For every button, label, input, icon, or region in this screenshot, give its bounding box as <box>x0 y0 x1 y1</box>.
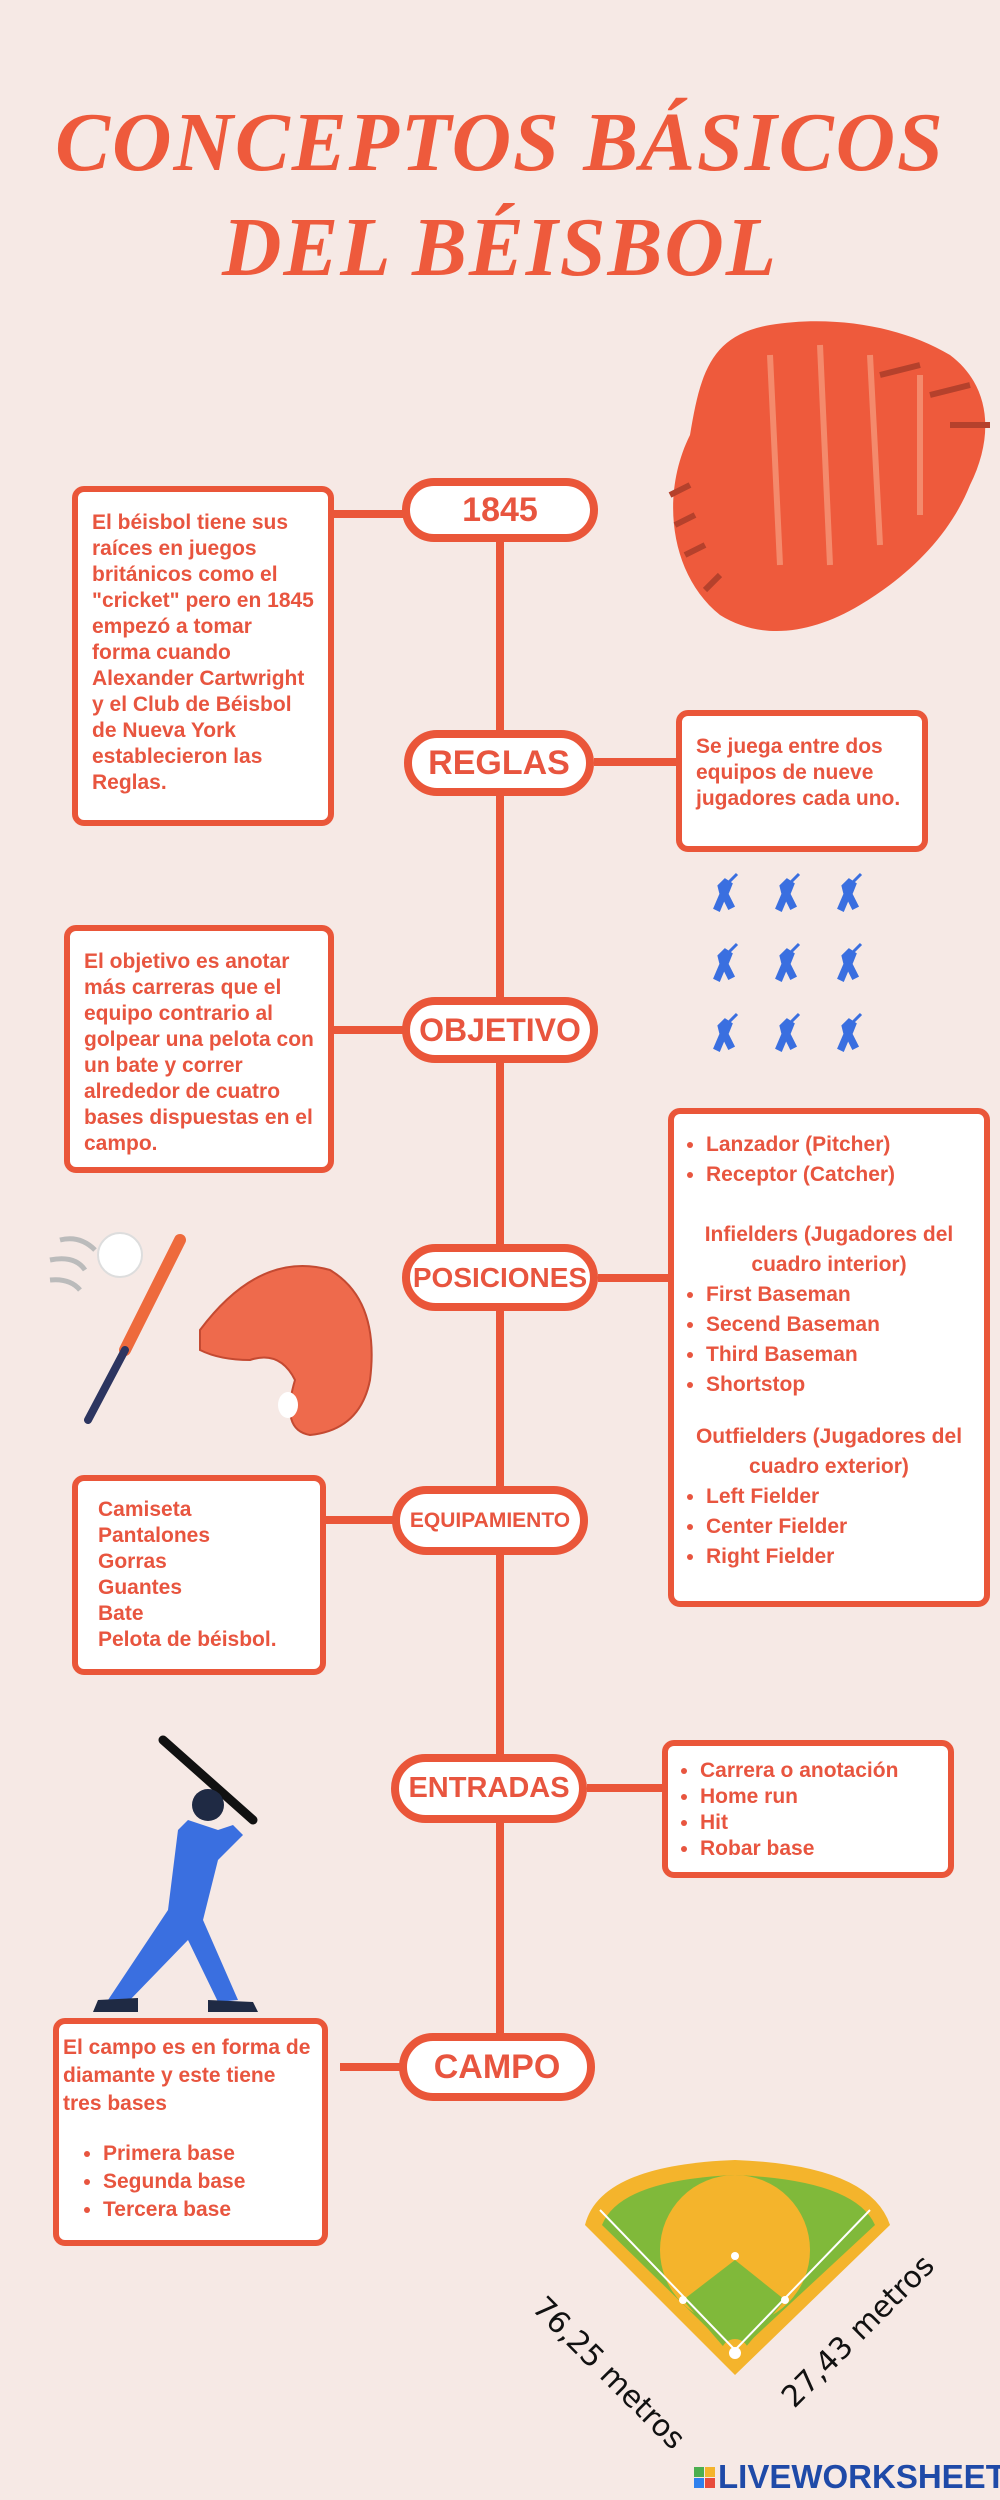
campo-text: El campo es en forma de diamante y este … <box>63 2036 311 2115</box>
logo-text: LIVEWORKSHEETS <box>718 2458 1000 2495</box>
list-item: First Baseman <box>706 1280 974 1310</box>
reglas-box: Se juega entre dos equipos de nueve juga… <box>676 710 928 852</box>
list-item: Primera base <box>103 2140 318 2168</box>
connector <box>334 1026 404 1034</box>
connector <box>598 1274 670 1282</box>
baseball-field-icon <box>585 2160 890 2375</box>
connector <box>587 1784 665 1792</box>
connector <box>594 758 678 766</box>
list-item: Home run <box>700 1784 938 1810</box>
node-posiciones: POSICIONES <box>402 1244 598 1311</box>
list-item: Third Baseman <box>706 1340 974 1370</box>
node-1845: 1845 <box>402 478 598 542</box>
batter-icon <box>93 1735 258 2012</box>
list-item: Segunda base <box>103 2168 318 2196</box>
node-campo: CAMPO <box>399 2033 595 2101</box>
objetivo-box: El objetivo es anotar más carreras que e… <box>64 925 334 1173</box>
list-item: Gorras <box>98 1550 167 1573</box>
outfield-heading: Outfielders (Jugadores del cuadro exteri… <box>695 1425 963 1478</box>
list-item: Receptor (Catcher) <box>706 1160 974 1190</box>
node-equipamiento: EQUIPAMIENTO <box>392 1486 588 1555</box>
list-item: Shortstop <box>706 1370 974 1400</box>
list-item: Pelota de béisbol. <box>98 1628 277 1651</box>
list-item: Secend Baseman <box>706 1310 974 1340</box>
liveworksheets-logo: LIVEWORKSHEETS <box>694 2458 1000 2496</box>
connector <box>340 2063 402 2071</box>
list-item: Lanzador (Pitcher) <box>706 1130 974 1160</box>
node-entradas: ENTRADAS <box>391 1754 587 1823</box>
list-item: Guantes <box>98 1576 183 1599</box>
node-objetivo: OBJETIVO <box>402 997 598 1063</box>
list-item: Hit <box>700 1810 938 1836</box>
list-item: Robar base <box>700 1836 938 1862</box>
players-icon-grid <box>713 872 863 1052</box>
bat-ball-helmet-icon <box>49 1232 373 1437</box>
baseball-glove-icon <box>668 321 990 632</box>
logo-icon <box>694 2466 715 2488</box>
entradas-box: Carrera o anotación Home run Hit Robar b… <box>662 1740 954 1878</box>
objetivo-text: El objetivo es anotar más carreras que e… <box>84 950 314 1155</box>
list-item: Carrera o anotación <box>700 1758 938 1784</box>
list-item: Pantalones <box>98 1524 211 1547</box>
infield-heading: Infielders (Jugadores del cuadro interio… <box>704 1223 954 1276</box>
history-text: El béisbol tiene sus raíces en juegos br… <box>92 511 314 794</box>
equipamiento-box: Camiseta Pantalones Gorras Guantes Bate … <box>72 1475 326 1675</box>
history-box: El béisbol tiene sus raíces en juegos br… <box>72 486 334 826</box>
title-line-1: CONCEPTOS BÁSICOS <box>55 96 945 189</box>
campo-box: El campo es en forma de diamante y este … <box>53 2018 328 2246</box>
list-item: Left Fielder <box>706 1482 974 1512</box>
node-reglas: REGLAS <box>404 730 594 796</box>
list-item: Bate <box>98 1602 144 1625</box>
connector <box>326 1516 396 1524</box>
list-item: Camiseta <box>98 1498 192 1521</box>
title-line-2: DEL BÉISBOL <box>222 201 778 294</box>
reglas-text: Se juega entre dos equipos de nueve juga… <box>696 735 901 810</box>
list-item: Tercera base <box>103 2196 318 2224</box>
posiciones-box: Lanzador (Pitcher) Receptor (Catcher) In… <box>668 1108 990 1607</box>
list-item: Center Fielder <box>706 1512 974 1542</box>
connector <box>334 510 404 518</box>
list-item: Right Fielder <box>706 1542 974 1572</box>
